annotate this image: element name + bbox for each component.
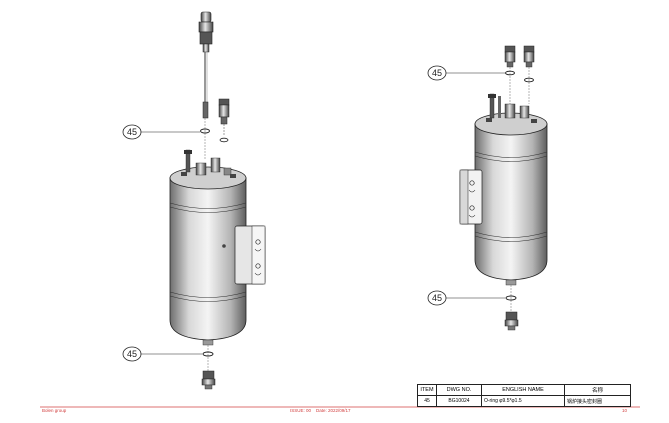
bom-header-dwg-no: DWG NO. [436,384,482,396]
right-boiler-assembly [445,45,548,331]
svg-text:45: 45 [127,127,137,137]
right-bracket [459,169,483,225]
svg-text:45: 45 [432,68,442,78]
callout-45-left-top: 45 [122,124,142,140]
bom-cell-chinese-name: 锅炉接头密封圈 [564,395,631,407]
callout-45-left-bottom: 45 [122,346,142,362]
left-bottom-oring [202,351,214,357]
right-fitting-b [523,45,535,104]
bom-header-row: ITEM DWG NO. ENGLISH NAME 名称 [417,384,631,396]
right-bottom-oring [505,295,517,301]
left-probe [198,11,214,119]
bom-cell-dwg-no: BG10024 [436,395,482,407]
right-fitting-a [504,45,516,104]
left-cylinder [169,149,247,346]
bom-cell-item: 45 [417,395,437,407]
left-small-fitting [218,98,230,143]
bom-header-english-name: ENGLISH NAME [481,384,565,396]
callout-45-right-bottom: 45 [427,290,447,306]
bom-header-chinese-name: 名称 [564,384,631,396]
bom-cell-english-name: O-ring φ9.5*φ1.5 [481,395,565,407]
bom-header-item: ITEM [417,384,437,396]
right-cylinder [474,93,548,286]
footer-issue-date: ISSUE: 00 Date: 2022/09/17 [290,408,351,413]
right-bottom-fitting [504,311,519,331]
footer-company: Bolen group [42,408,67,413]
callout-45-right-top: 45 [427,65,447,81]
left-bottom-fitting [201,370,216,390]
svg-text:45: 45 [127,349,137,359]
bom-table: ITEM DWG NO. ENGLISH NAME 名称 45 BG10024 … [417,384,631,407]
left-boiler-assembly [140,11,266,390]
left-bracket [234,225,266,285]
svg-text:45: 45 [432,293,442,303]
table-row: 45 BG10024 O-ring φ9.5*φ1.5 锅炉接头密封圈 [417,395,631,407]
footer-page-number: 10 [622,408,628,413]
